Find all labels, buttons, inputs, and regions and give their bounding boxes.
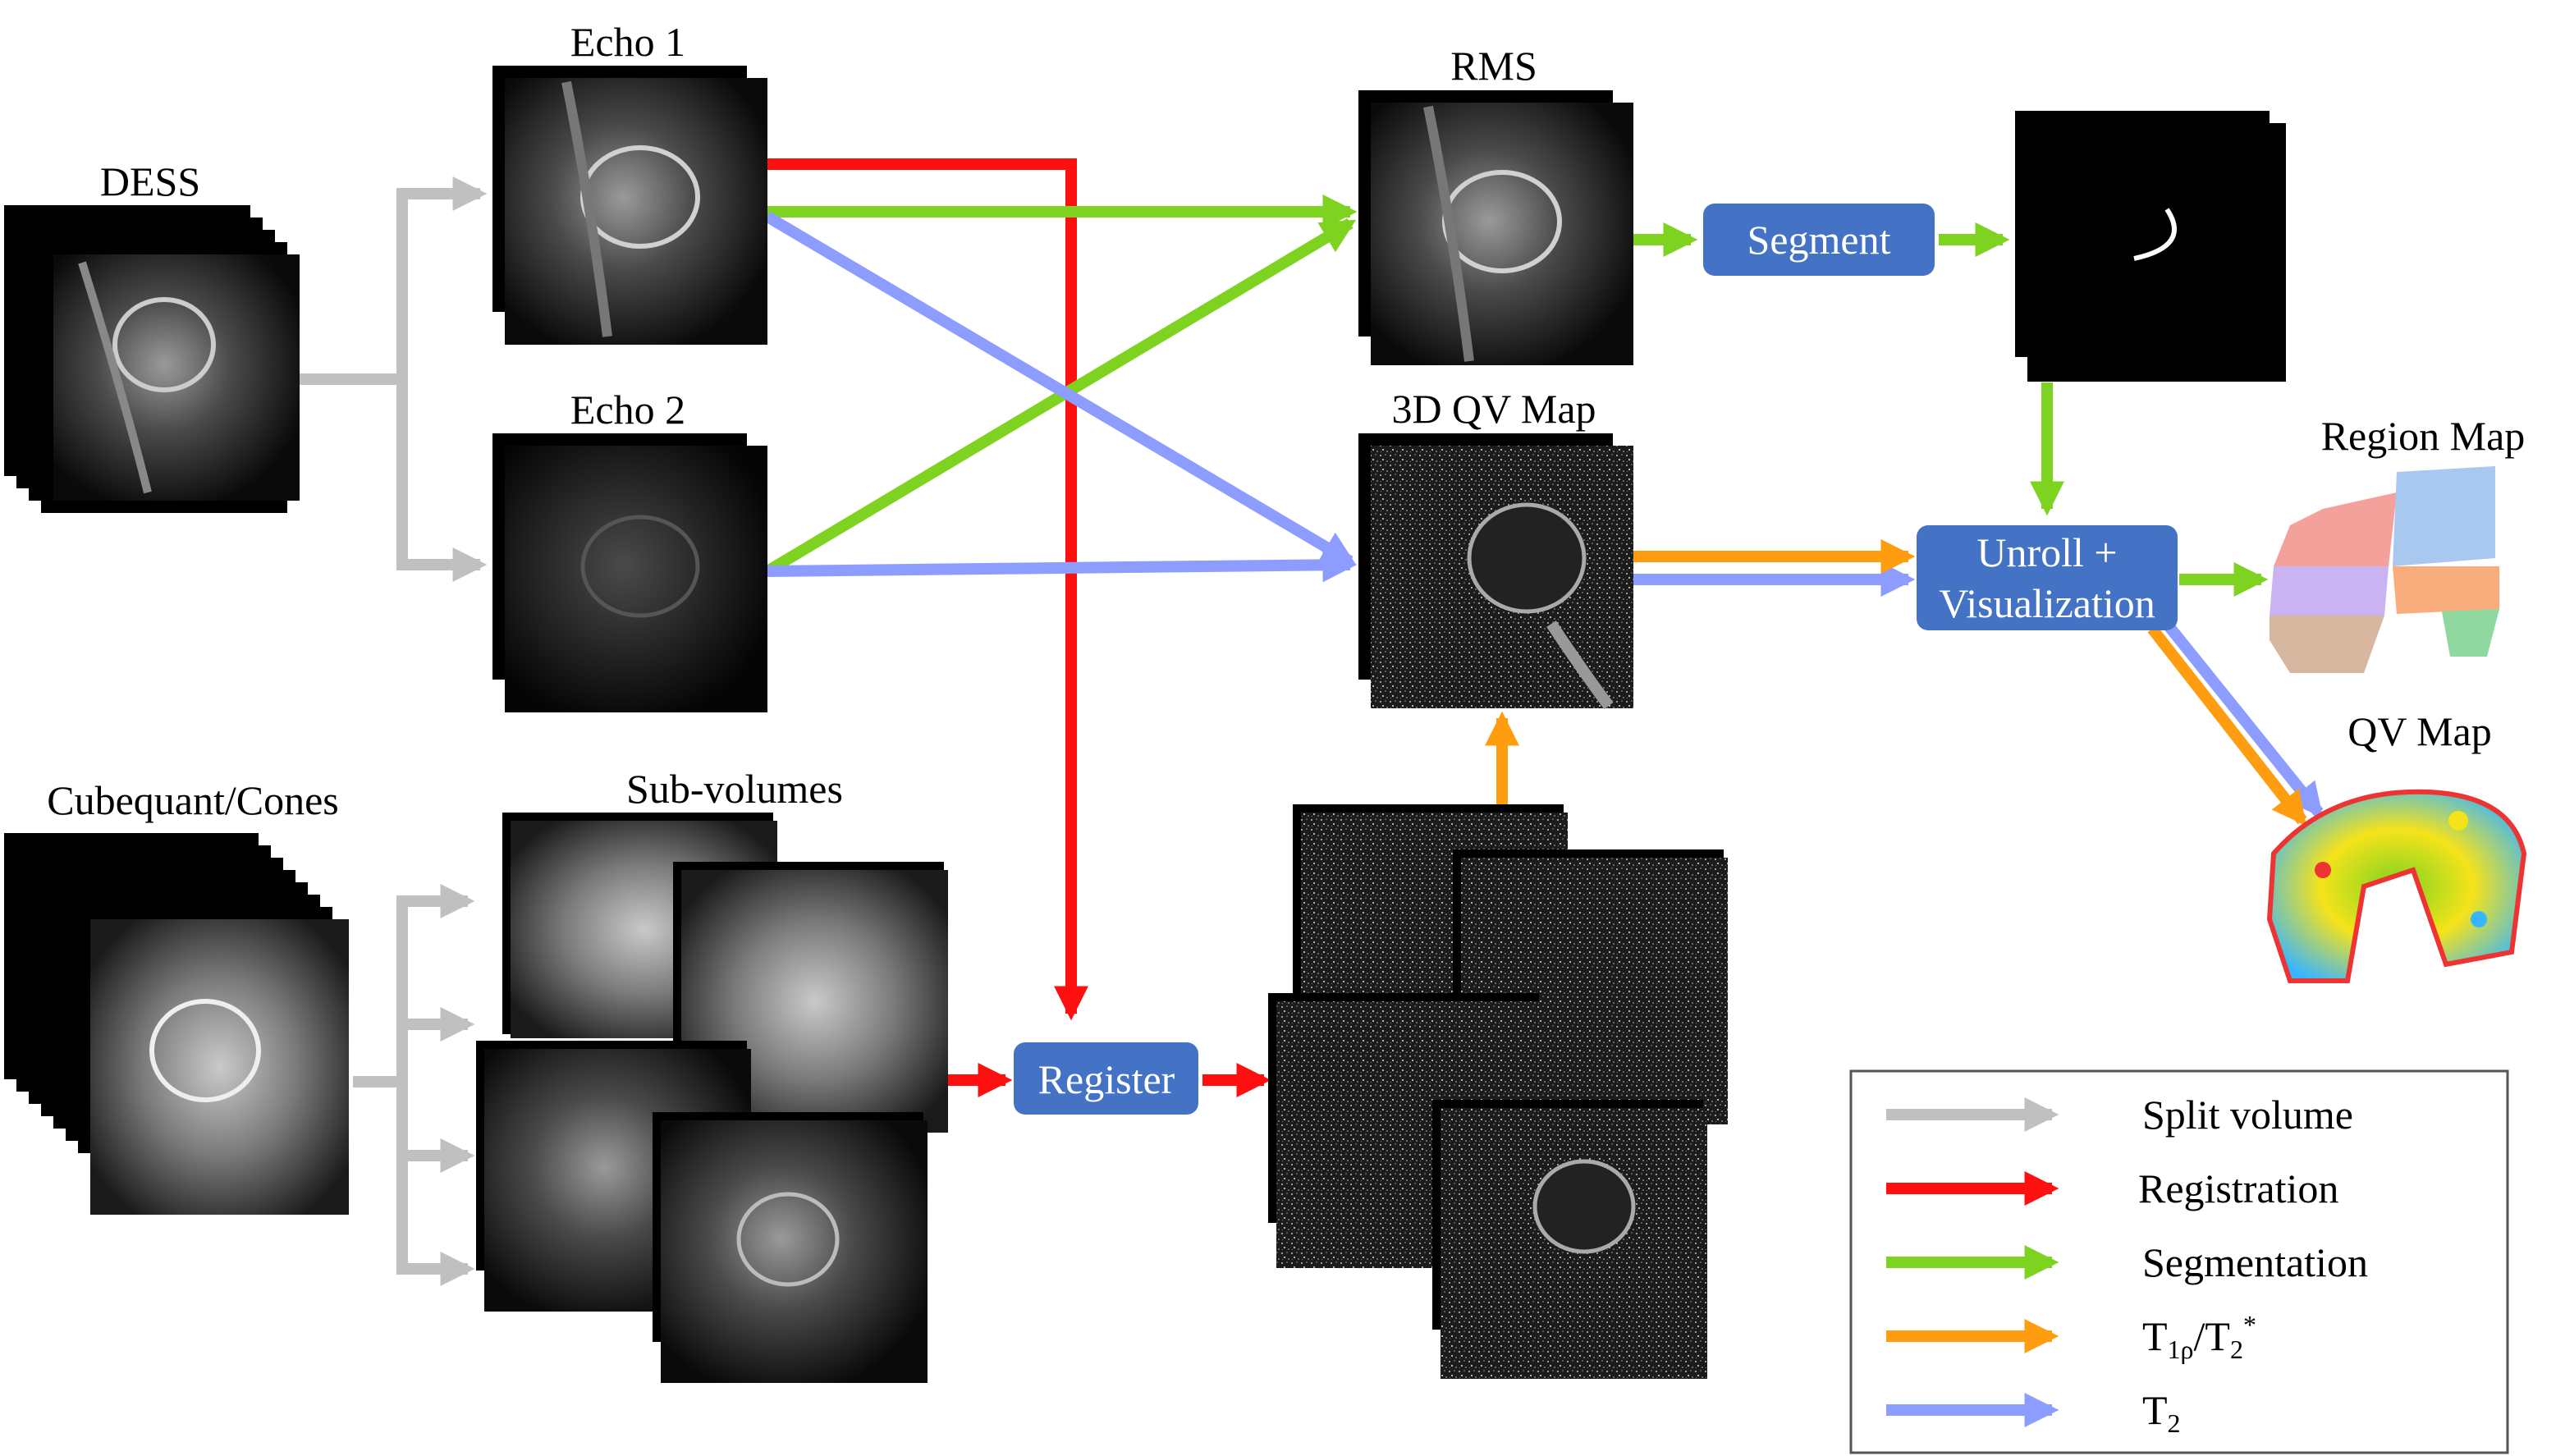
t2-arrows — [764, 211, 2324, 818]
echo1-image — [492, 66, 767, 345]
rms-label: RMS — [1450, 43, 1537, 89]
segmentation-mask-image — [2015, 111, 2286, 382]
legend-label-registration: Registration — [2138, 1165, 2338, 1211]
register-button-label: Register — [1038, 1056, 1175, 1102]
unroll-visualization-button[interactable]: Unroll + Visualization — [1917, 525, 2178, 630]
segmentation-arrows — [764, 195, 2269, 597]
dess-label: DESS — [100, 158, 200, 204]
cubequant-volume-stack — [4, 833, 349, 1215]
legend-item-t2: T2 — [1886, 1387, 2181, 1438]
legend-item-split-volume: Split volume — [1886, 1092, 2353, 1138]
legend-item-registration: Registration — [1886, 1165, 2338, 1211]
segment-button-label: Segment — [1747, 217, 1891, 263]
subvolumes-label: Sub-volumes — [626, 766, 843, 812]
registered-volume-images — [1268, 804, 1728, 1379]
dess-volume-stack — [4, 205, 300, 513]
register-button[interactable]: Register — [1014, 1042, 1198, 1115]
legend-label-t1rho-t2star: T1ρ/T2* — [2142, 1310, 2256, 1364]
registration-arrows — [767, 158, 1271, 1097]
region-map-label: Region Map — [2321, 413, 2526, 459]
split-arrows — [300, 176, 488, 1286]
echo2-label: Echo 2 — [570, 387, 685, 433]
rms-image — [1358, 90, 1633, 365]
qv-map-label: QV Map — [2347, 708, 2491, 754]
legend-item-segmentation: Segmentation — [1886, 1239, 2368, 1285]
echo1-label: Echo 1 — [570, 19, 685, 65]
legend-item-t1rho-t2star: T1ρ/T2* — [1886, 1310, 2256, 1364]
legend-label-segmentation: Segmentation — [2142, 1239, 2368, 1285]
legend: Split volume Registration Segmentation T… — [1849, 1069, 2509, 1454]
echo2-image — [492, 433, 767, 712]
segment-button[interactable]: Segment — [1703, 204, 1935, 276]
qv-map-3d-image — [1358, 433, 1633, 710]
qv-heatmap-image — [2266, 789, 2527, 983]
legend-label-split-volume: Split volume — [2142, 1092, 2353, 1138]
unroll-button-label-line2: Visualization — [1939, 580, 2155, 626]
unroll-button-label-line1: Unroll + — [1976, 529, 2117, 575]
t1rho-arrows — [1485, 539, 2307, 826]
qv-map-3d-label: 3D QV Map — [1391, 386, 1596, 432]
legend-label-t2: T2 — [2142, 1387, 2181, 1438]
subvolume-images — [476, 813, 948, 1383]
cubequant-label: Cubequant/Cones — [47, 777, 339, 823]
region-map-image — [2270, 466, 2499, 673]
